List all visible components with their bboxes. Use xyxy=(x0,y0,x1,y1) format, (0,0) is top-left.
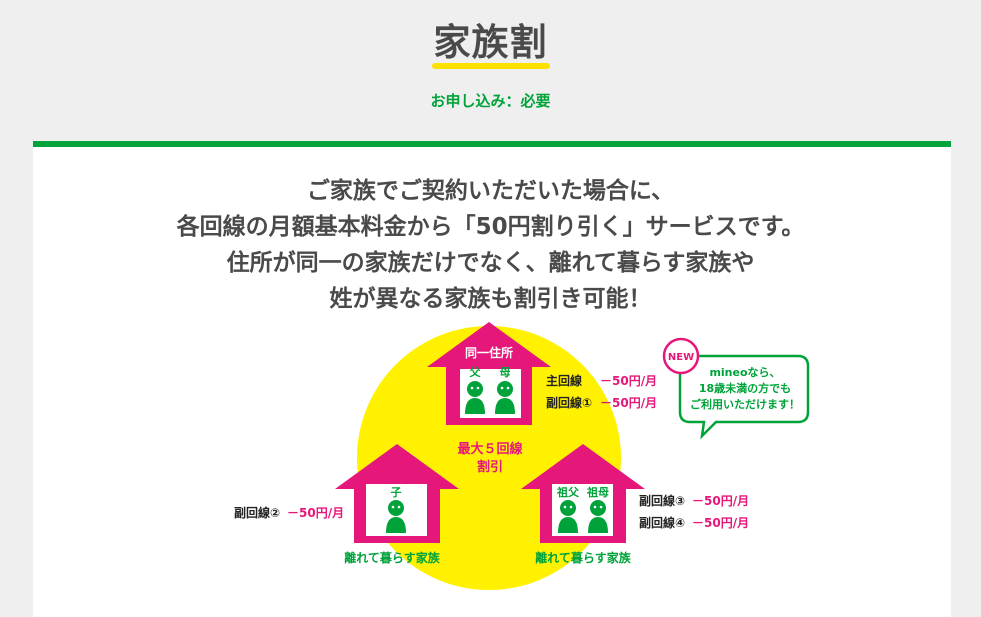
grandfather-icon xyxy=(558,500,578,533)
left-line-name: 副回線② xyxy=(234,505,280,520)
lead-line: 各回線の月額基本料金から「50円割り引く」サービスです。 xyxy=(176,214,805,240)
top-line-2-name: 副回線① xyxy=(546,395,592,410)
left-line-discount: －50円/月 xyxy=(287,506,344,520)
right-line-2-discount: －50円/月 xyxy=(692,516,749,530)
mother-label: 母 xyxy=(500,366,511,379)
grandmother-icon xyxy=(588,500,608,533)
left-house-caption: 離れて暮らす家族 xyxy=(344,550,440,565)
father-label: 父 xyxy=(469,366,482,379)
lead-text: ご家族でご契約いただいた場合に、 各回線の月額基本料金から「50円割り引く」サー… xyxy=(0,173,981,317)
top-line-1-name: 主回線 xyxy=(546,373,582,388)
child-icon xyxy=(386,500,406,533)
right-line-2-name: 副回線④ xyxy=(639,515,685,530)
title-underline xyxy=(432,63,550,69)
right-house-caption: 離れて暮らす家族 xyxy=(535,550,631,565)
application-note: お申し込み：必要 xyxy=(430,92,551,110)
father-icon xyxy=(465,381,485,414)
family-discount-diagram: 同一住所 父 母 主回線 －50円/月 副回線① －50円/月 最大５回線 割引… xyxy=(234,322,810,590)
child-label: 子 xyxy=(391,486,402,499)
grandfather-label: 祖父 xyxy=(556,485,580,499)
grandmother-label: 祖母 xyxy=(586,485,609,499)
note-line-3: ご利用いただけます！ xyxy=(690,397,800,411)
top-house-label: 同一住所 xyxy=(465,345,513,360)
lead-line: 姓が異なる家族も割引き可能！ xyxy=(329,286,652,312)
note-line-2: 18歳未満の方でも xyxy=(699,381,791,395)
note-line-1: mineoなら、 xyxy=(709,366,780,379)
right-line-1-discount: －50円/月 xyxy=(692,494,749,508)
max-lines-label: 最大５回線 xyxy=(457,441,523,457)
new-badge-label: NEW xyxy=(668,352,694,363)
lead-line: 住所が同一の家族だけでなく、離れて暮らす家族や xyxy=(226,250,755,276)
mother-icon xyxy=(495,381,515,414)
top-line-2-discount: －50円/月 xyxy=(600,396,657,410)
top-line-1-discount: －50円/月 xyxy=(600,374,657,388)
new-badge xyxy=(662,337,700,375)
lead-line: ご家族でご契約いただいた場合に、 xyxy=(306,178,675,204)
right-line-1-name: 副回線③ xyxy=(639,493,685,508)
discount-label: 割引 xyxy=(477,459,503,475)
page-title: 家族割 xyxy=(433,21,548,64)
